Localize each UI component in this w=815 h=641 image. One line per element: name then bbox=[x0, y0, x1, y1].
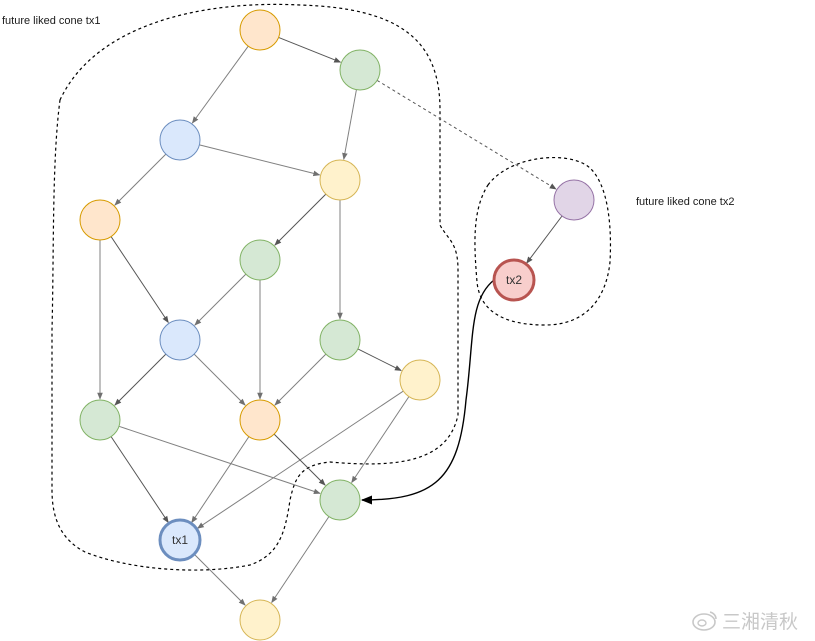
edge-n3-n4 bbox=[199, 144, 321, 177]
edge-n12-n14 bbox=[271, 516, 330, 604]
node-n8 bbox=[319, 319, 361, 361]
node-tx1-label: tx1 bbox=[172, 533, 188, 547]
weibo-icon bbox=[692, 611, 717, 631]
node-n3 bbox=[159, 119, 201, 161]
node-n1 bbox=[239, 9, 281, 51]
edges-layer bbox=[97, 36, 563, 606]
node-n15 bbox=[553, 179, 595, 221]
edge-n10-n12 bbox=[118, 425, 321, 495]
edge-n2-n4 bbox=[342, 89, 357, 161]
edge-n3-n5 bbox=[114, 153, 167, 206]
edge-n10-tx1 bbox=[110, 436, 169, 524]
edge-n8-n9 bbox=[357, 348, 402, 372]
edge-n11-n12 bbox=[273, 433, 326, 486]
cone-tx1-label: future liked cone tx1 bbox=[2, 15, 100, 27]
node-n5 bbox=[79, 199, 121, 241]
cone-tx1-outline bbox=[51, 3, 459, 571]
node-n14 bbox=[239, 599, 281, 641]
edge-n7-n10 bbox=[114, 353, 167, 406]
edge-n11-tx1 bbox=[191, 436, 250, 524]
node-n6 bbox=[239, 239, 281, 281]
edge-n9-n12 bbox=[351, 396, 410, 484]
edge-n15-tx2 bbox=[526, 215, 563, 264]
edge-n6-n7 bbox=[194, 273, 247, 326]
node-n4 bbox=[319, 159, 361, 201]
node-n12 bbox=[319, 479, 361, 521]
edge-n1-n3 bbox=[191, 45, 249, 124]
edge-n5-n7 bbox=[110, 236, 169, 324]
node-n10 bbox=[79, 399, 121, 441]
edge-n4-n6 bbox=[274, 193, 327, 246]
edge-n2-n15 bbox=[376, 79, 557, 190]
watermark-text: 三湘清秋 bbox=[722, 611, 798, 633]
node-n7 bbox=[159, 319, 201, 361]
cone-tx2-label: future liked cone tx2 bbox=[636, 196, 734, 208]
edge-n7-n11 bbox=[193, 353, 246, 406]
nodes-layer: tx1 tx2 bbox=[79, 9, 595, 641]
edge-n1-n2 bbox=[278, 36, 342, 63]
node-n11 bbox=[239, 399, 281, 441]
node-tx2 bbox=[492, 258, 536, 302]
edge-tx1-n14 bbox=[193, 553, 246, 606]
node-tx2-label: tx2 bbox=[506, 273, 522, 287]
node-n2 bbox=[339, 49, 381, 91]
edge-tx2-n12 bbox=[360, 279, 495, 505]
watermark: 三湘清秋 bbox=[692, 611, 798, 633]
node-n9 bbox=[399, 359, 441, 401]
edge-n8-n11 bbox=[274, 353, 327, 406]
cone-tx2-outline bbox=[474, 157, 612, 326]
node-tx1 bbox=[158, 518, 202, 562]
